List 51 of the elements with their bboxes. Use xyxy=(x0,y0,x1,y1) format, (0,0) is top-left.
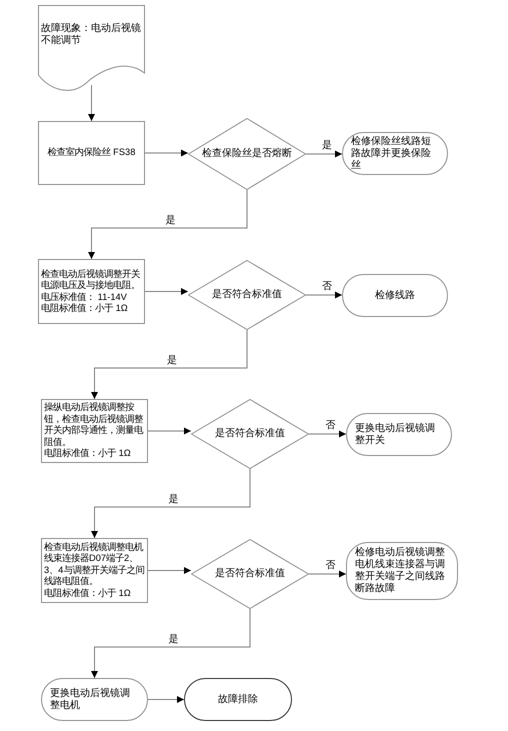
process-box xyxy=(41,399,148,463)
node-text: 是否符合标准值 xyxy=(212,289,282,301)
arrow xyxy=(306,150,342,158)
node-text: 是否符合标准值 xyxy=(215,568,285,580)
node-text: 电阻标准值：小于 1Ω xyxy=(41,303,128,314)
arrow xyxy=(308,430,346,438)
node-text: 故障排除 xyxy=(218,694,258,706)
node-text: 检查保险丝是否熔断 xyxy=(202,148,292,160)
edge-label: 否 xyxy=(324,560,336,571)
arrow xyxy=(88,190,248,260)
process-box xyxy=(41,538,148,603)
terminal-box xyxy=(41,678,148,721)
edge-label: 是 xyxy=(166,354,178,366)
arrow xyxy=(91,330,248,400)
arrow xyxy=(308,570,346,578)
arrow xyxy=(144,150,188,156)
arrow xyxy=(88,84,95,122)
node-text: 更换电动后视镜调整开关 xyxy=(355,422,436,446)
node-text: 检查室内保险丝 FS38 xyxy=(48,147,136,159)
node-text: 电压标准值： 11-14V xyxy=(41,292,127,303)
arrow xyxy=(148,696,184,703)
arrow xyxy=(91,468,250,538)
terminal-box xyxy=(346,542,458,600)
node-text: 更换电动后视镜调整电机 xyxy=(50,688,131,712)
node-text: 检修保险丝线路短路故障并更换保险丝 xyxy=(351,136,432,172)
edge-label: 是 xyxy=(321,140,333,151)
arrow xyxy=(91,608,250,678)
node-text: 检修电动后视镜调整电机线束连接器与调整开关端子之间线路断路故障 xyxy=(355,547,446,595)
terminal-box xyxy=(342,132,448,175)
arrow xyxy=(306,292,342,298)
process-box xyxy=(38,121,145,185)
node-text: 电阻标准值：小于 1Ω xyxy=(44,448,131,460)
arrow xyxy=(144,288,188,295)
node-text: 是否符合标准值 xyxy=(215,428,285,440)
edge-label: 是 xyxy=(164,214,176,226)
node-text: 检查电动后视镜调整电机线束连接器D07端子2、3、4与调整开关端子之间线路电阻值。 xyxy=(44,542,145,588)
node-text: 检修线路 xyxy=(375,290,415,302)
terminal-box xyxy=(184,678,292,721)
edge-label: 是 xyxy=(167,634,180,645)
node-text: 故障现象：电动后视镜不能调节 xyxy=(41,23,142,47)
edge-label: 是 xyxy=(167,494,180,505)
arrow xyxy=(148,567,192,574)
edge-label: 否 xyxy=(321,281,333,292)
node-text: 电阻标准值：小于 1Ω xyxy=(44,588,131,600)
arrow xyxy=(148,428,192,434)
node-text: 检查电动后视镜调整开关电源电压及与接地电阻。 xyxy=(41,268,141,292)
terminal-box xyxy=(346,413,452,456)
process-box xyxy=(38,259,145,324)
terminal-box xyxy=(342,274,448,317)
edge-label: 否 xyxy=(324,420,336,431)
node-text: 操纵电动后视镜调整按钮，检查电动后视镜调整开关内部导通性，测量电阻值。 xyxy=(44,402,144,448)
